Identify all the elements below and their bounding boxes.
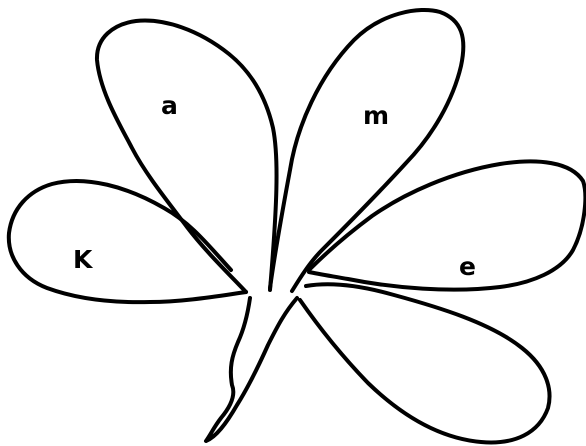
label-right: e — [459, 252, 476, 281]
label-left: K — [73, 245, 94, 274]
label-top-right: m — [363, 101, 389, 130]
label-top-left: a — [161, 91, 178, 120]
